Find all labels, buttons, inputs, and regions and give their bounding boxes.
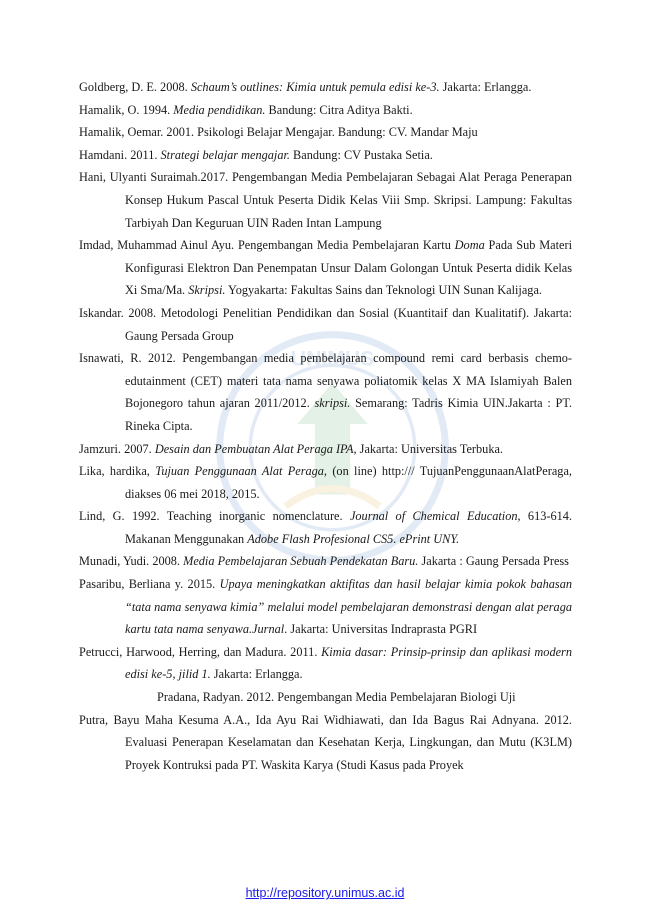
reference-text: Jakarta: Erlangga. xyxy=(210,667,303,682)
reference-text: Jakarta : Gaung Persada Press xyxy=(418,554,569,569)
reference-list: Goldberg, D. E. 2008. Schaum’s outlines:… xyxy=(79,76,572,776)
reference-italic-text: Upaya meningkatkan aktifitas dan hasil b… xyxy=(125,577,573,637)
reference-italic-text: skripsi. xyxy=(314,396,351,411)
reference-text: Putra, Bayu Maha Kesuma A.A., Ida Ayu Ra… xyxy=(79,712,572,772)
reference-italic-text: Desain dan Pembuatan Alat Peraga IPA, xyxy=(154,441,357,456)
reference-entry: Hamalik, Oemar. 2001. Psikologi Belajar … xyxy=(79,121,572,144)
reference-entry: Hamdani. 2011. Strategi belajar mengajar… xyxy=(79,144,572,167)
reference-text: , 613-614. Makanan Menggunakan xyxy=(125,509,572,546)
reference-entry: Imdad, Muhammad Ainul Ayu. Pengembangan … xyxy=(79,234,572,302)
reference-text: Jakarta: Erlangga. xyxy=(439,80,532,94)
reference-text: Imdad, Muhammad Ainul Ayu. Pengembangan … xyxy=(79,238,455,253)
reference-entry: Jamzuri. 2007. Desain dan Pembuatan Alat… xyxy=(79,438,572,461)
reference-italic-text: Media pendidikan. xyxy=(173,102,266,117)
reference-italic-text: Tujuan Penggunaan Alat Peraga, xyxy=(155,464,328,479)
reference-entry: Iskandar. 2008. Metodologi Penelitian Pe… xyxy=(79,302,572,347)
repository-link[interactable]: http://repository.unimus.ac.id xyxy=(245,886,405,900)
footer: http://repository.unimus.ac.id xyxy=(0,886,650,900)
reference-entry: Pasaribu, Berliana y. 2015. Upaya mening… xyxy=(79,573,572,641)
reference-italic-text: Skripsi. xyxy=(188,283,226,298)
reference-italic-text: Media Pembelajaran Sebuah Pendekatan Bar… xyxy=(183,554,419,569)
reference-entry: Hani, Ulyanti Suraimah.2017. Pengembanga… xyxy=(79,166,572,234)
reference-text: Iskandar. 2008. Metodologi Penelitian Pe… xyxy=(79,305,572,343)
reference-italic-text: Kimia dasar: Prinsip-prinsip dan aplikas… xyxy=(125,644,572,682)
reference-text: Hamdani. 2011. xyxy=(79,147,161,162)
reference-italic-text: Journal of Chemical Education xyxy=(349,509,518,524)
reference-text: Pasaribu, Berliana y. 2015. xyxy=(79,577,220,592)
reference-text: Isnawati, R. 2012. Pengembangan media pe… xyxy=(79,351,572,411)
reference-italic-text: Doma xyxy=(454,238,485,253)
reference-entry: Munadi, Yudi. 2008. Media Pembelajaran S… xyxy=(79,550,572,573)
reference-text: Munadi, Yudi. 2008. xyxy=(79,554,184,569)
reference-entry: Isnawati, R. 2012. Pengembangan media pe… xyxy=(79,347,572,437)
reference-text: Pradana, Radyan. 2012. Pengembangan Medi… xyxy=(157,690,516,705)
reference-text: (on line) http:/// TujuanPenggunaanAlatP… xyxy=(125,464,572,501)
reference-entry: Hamalik, O. 1994. Media pendidikan. Band… xyxy=(79,99,572,122)
reference-text: Bandung: Citra Aditya Bakti. xyxy=(265,102,413,117)
reference-text: Hani, Ulyanti Suraimah.2017. Pengembanga… xyxy=(79,170,572,230)
reference-text: Lika, hardika, xyxy=(79,464,156,479)
reference-text: Bandung: CV Pustaka Setia. xyxy=(289,147,433,162)
reference-italic-text: Adobe Flash Profesional CS5. ePrint UNY. xyxy=(247,531,460,546)
reference-entry: Pradana, Radyan. 2012. Pengembangan Medi… xyxy=(79,686,572,709)
reference-entry: Putra, Bayu Maha Kesuma A.A., Ida Ayu Ra… xyxy=(79,709,572,777)
reference-text: . Jakarta: Universitas Indraprasta PGRI xyxy=(284,622,478,637)
reference-entry: Lika, hardika, Tujuan Penggunaan Alat Pe… xyxy=(79,460,572,505)
reference-text: Hamalik, O. 1994. xyxy=(79,102,174,117)
reference-text: Lind, G. 1992. Teaching inorganic nomenc… xyxy=(79,509,350,524)
reference-text: Semarang: Tadris Kimia UIN.Jakarta : PT.… xyxy=(125,396,572,433)
reference-text: Jakarta: Universitas Terbuka. xyxy=(356,441,504,456)
reference-italic-text: Schaum’s outlines: Kimia untuk pemula ed… xyxy=(190,80,440,94)
reference-text: Petrucci, Harwood, Herring, dan Madura. … xyxy=(79,644,322,659)
reference-text: Jamzuri. 2007. xyxy=(79,441,155,456)
reference-text: Goldberg, D. E. 2008. xyxy=(79,80,191,94)
reference-text: Hamalik, Oemar. 2001. Psikologi Belajar … xyxy=(79,125,478,140)
reference-entry: Petrucci, Harwood, Herring, dan Madura. … xyxy=(79,641,572,686)
reference-entry: Goldberg, D. E. 2008. Schaum’s outlines:… xyxy=(79,76,572,99)
reference-text: Pada Sub Materi Konfigurasi Elektron Dan… xyxy=(125,238,572,298)
reference-italic-text: Strategi belajar mengajar. xyxy=(160,147,290,162)
reference-entry: Lind, G. 1992. Teaching inorganic nomenc… xyxy=(79,505,572,550)
reference-text: Yogyakarta: Fakultas Sains dan Teknologi… xyxy=(225,283,542,298)
